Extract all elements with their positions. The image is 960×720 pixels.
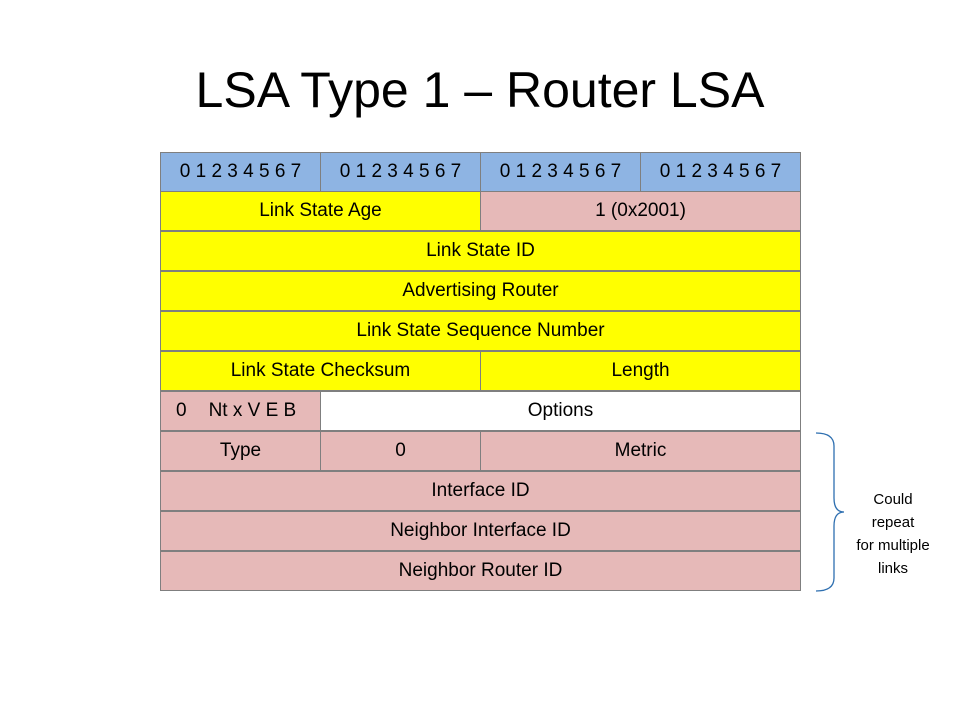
repeat-annotation-line-2: for multiple: [856, 537, 930, 554]
field-link-state-id: Link State ID: [160, 231, 801, 271]
field-sequence-number: Link State Sequence Number: [160, 311, 801, 351]
repeat-brace: [815, 432, 845, 592]
bit-header-byte-2: 0 1 2 3 4 5 6 7: [320, 152, 481, 192]
checksum-length-row: Link State Checksum Length: [160, 351, 801, 392]
slide-title: LSA Type 1 – Router LSA: [195, 62, 765, 118]
bit-header-row: 0 1 2 3 4 5 6 7 0 1 2 3 4 5 6 7 0 1 2 3 …: [160, 152, 801, 192]
repeat-annotation-line-3: links: [877, 560, 908, 577]
adv-router-row: Advertising Router: [160, 271, 801, 312]
ls-id-row: Link State ID: [160, 231, 801, 272]
field-link-state-age: Link State Age: [160, 191, 481, 231]
field-flags: 0 Nt x V E B: [160, 391, 321, 431]
bit-header-byte-4: 0 1 2 3 4 5 6 7: [640, 152, 801, 192]
interface-id-row: Interface ID: [160, 471, 801, 512]
neighbor-interface-id-row: Neighbor Interface ID: [160, 511, 801, 552]
field-ls-type: 1 (0x2001): [480, 191, 801, 231]
repeat-annotation: Could repeat for multiple links: [852, 488, 934, 580]
seq-num-row: Link State Sequence Number: [160, 311, 801, 352]
bit-header-byte-1: 0 1 2 3 4 5 6 7: [160, 152, 321, 192]
field-interface-id: Interface ID: [160, 471, 801, 511]
lsa-packet-diagram: 0 1 2 3 4 5 6 7 0 1 2 3 4 5 6 7 0 1 2 3 …: [160, 152, 801, 592]
field-neighbor-router-id: Neighbor Router ID: [160, 551, 801, 591]
type-metric-row: Type 0 Metric: [160, 431, 801, 472]
field-reserved: 0: [320, 431, 481, 471]
repeat-annotation-line-1: Could repeat: [871, 491, 915, 531]
field-metric: Metric: [480, 431, 801, 471]
field-neighbor-interface-id: Neighbor Interface ID: [160, 511, 801, 551]
bit-header-byte-3: 0 1 2 3 4 5 6 7: [480, 152, 641, 192]
field-checksum: Link State Checksum: [160, 351, 481, 391]
field-link-type: Type: [160, 431, 321, 471]
field-advertising-router: Advertising Router: [160, 271, 801, 311]
field-options: Options: [320, 391, 801, 431]
field-options-label: Options: [527, 400, 594, 421]
flags-bits: Nt x V E B: [208, 400, 297, 421]
field-length: Length: [480, 351, 801, 391]
neighbor-router-id-row: Neighbor Router ID: [160, 551, 801, 592]
age-type-row: Link State Age 1 (0x2001): [160, 191, 801, 232]
flags-options-row: 0 Nt x V E B Options: [160, 391, 801, 432]
flags-zero-bits: 0: [176, 400, 187, 421]
